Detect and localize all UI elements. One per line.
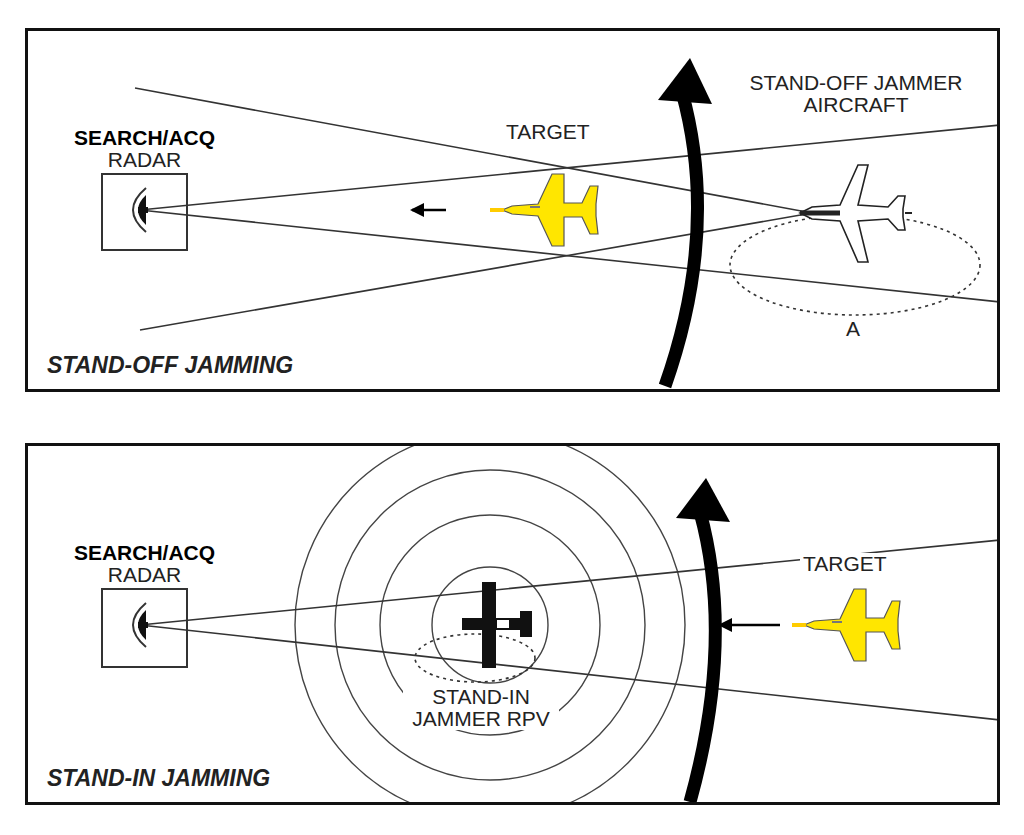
radar-symbol bbox=[133, 188, 148, 232]
panel-title: STAND-OFF JAMMING bbox=[44, 353, 296, 377]
radar-type: SEARCH/ACQ bbox=[74, 127, 215, 149]
radar-type: SEARCH/ACQ bbox=[74, 542, 215, 564]
scene-panel: STAND-IN JAMMING SEARCH/ACQRADAR bbox=[25, 443, 1000, 805]
radar-label: SEARCH/ACQRADAR bbox=[74, 127, 215, 171]
radar-box: SEARCH/ACQRADAR bbox=[101, 588, 188, 668]
bottom-scene bbox=[133, 444, 999, 804]
top-scene bbox=[133, 58, 999, 386]
panel-title: STAND-IN JAMMING bbox=[44, 766, 273, 790]
object-label: STAND-OFF JAMMER AIRCRAFT bbox=[722, 72, 990, 116]
radar-label: SEARCH/ACQRADAR bbox=[74, 542, 215, 586]
radar-name: RADAR bbox=[74, 564, 215, 586]
jammer-aircraft bbox=[800, 165, 912, 262]
radar-box: SEARCH/ACQRADAR bbox=[101, 173, 188, 251]
callout-letter: A bbox=[843, 318, 863, 340]
radar-symbol bbox=[133, 603, 148, 647]
object-label: TARGET bbox=[503, 121, 593, 143]
object-label: STAND-IN JAMMER RPV bbox=[403, 686, 559, 730]
radar-name: RADAR bbox=[74, 149, 215, 171]
object-label: TARGET bbox=[800, 553, 890, 575]
rpv-symbol bbox=[462, 582, 532, 668]
